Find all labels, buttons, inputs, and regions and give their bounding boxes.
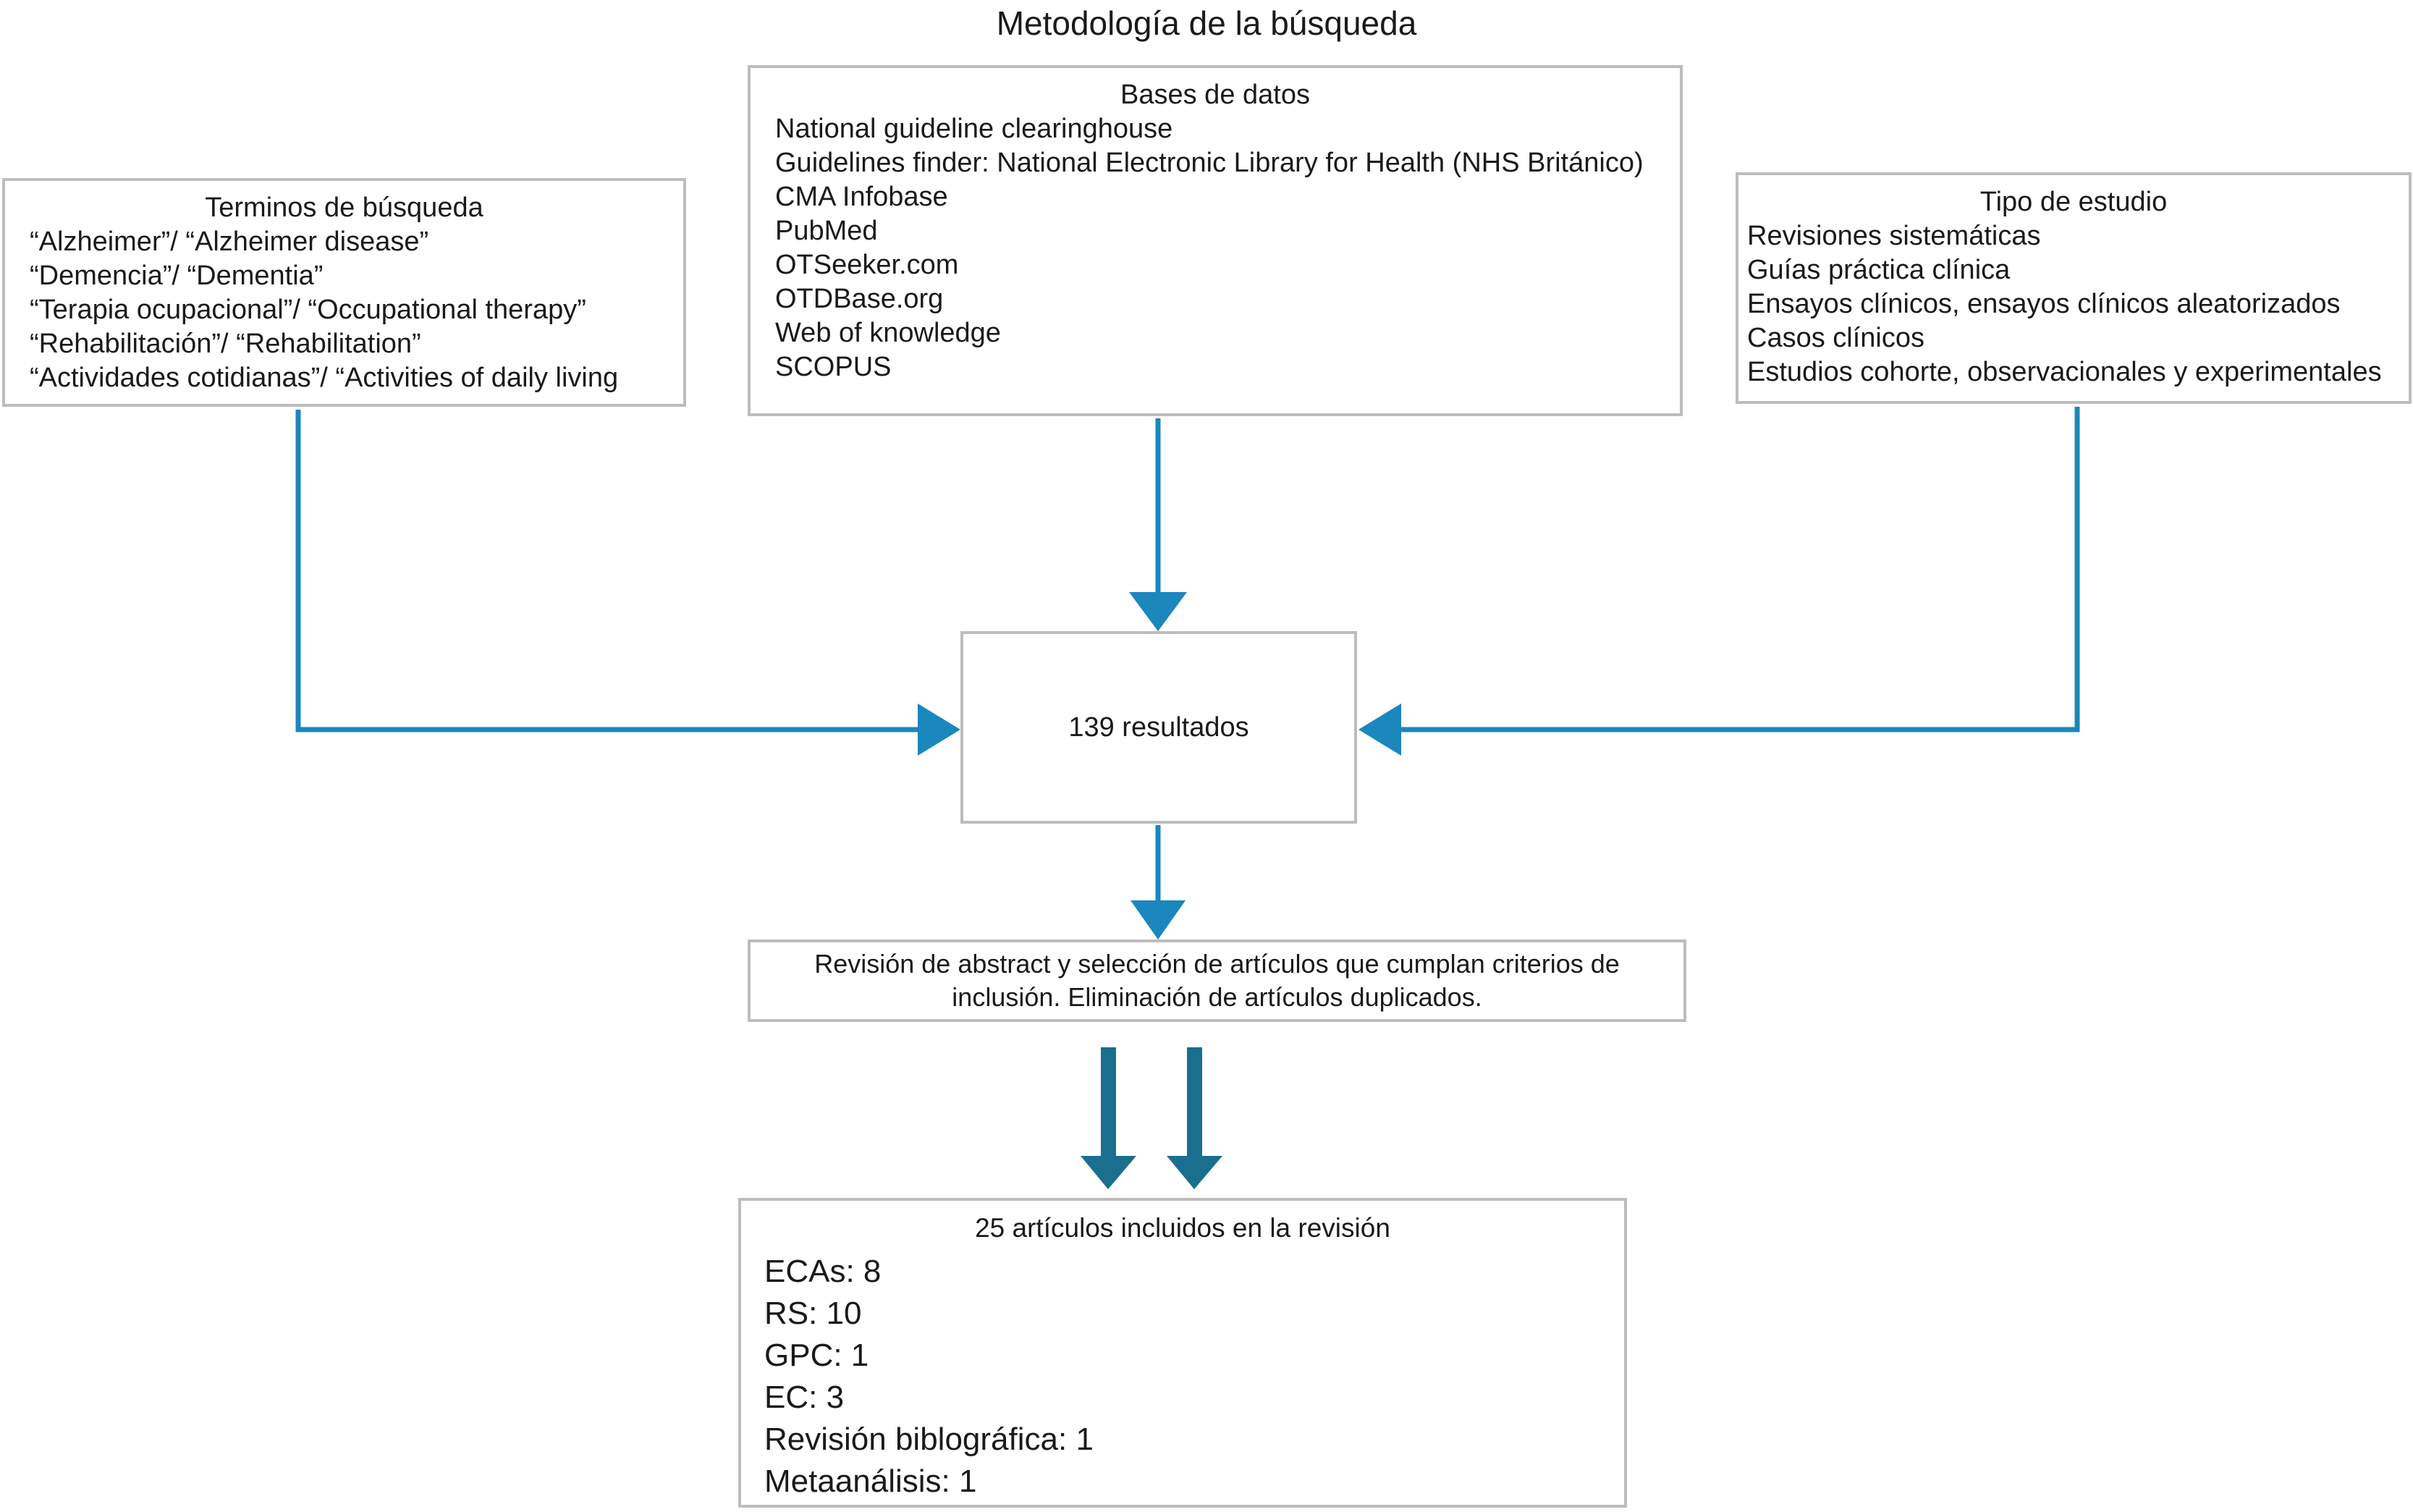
list-item: Metaanálisis: 1 [764,1464,977,1499]
list-item: RS: 10 [764,1296,862,1331]
list-item: Guidelines finder: National Electronic L… [775,148,1644,178]
list-item: Guías práctica clínica [1747,255,2011,285]
connector-screening-to-included-right [1167,1047,1222,1189]
list-item: “Alzheimer”/ “Alzheimer disease” [30,227,429,257]
study-type-box: Tipo de estudio Revisiones sistemáticas … [1736,172,2412,404]
list-item: CMA Infobase [775,182,948,212]
list-item: SCOPUS [775,352,892,382]
list-item: Estudios cohorte, observacionales y expe… [1747,357,2382,387]
databases-box: Bases de datos National guideline cleari… [748,65,1683,416]
list-item: OTDBase.org [775,284,944,314]
study-type-list: Revisiones sistemáticas Guías práctica c… [1738,219,2409,389]
study-type-heading: Tipo de estudio [1979,187,2168,217]
figure-title: Metodología de la búsqueda [996,4,1417,42]
list-item: Ensayos clínicos, ensayos clínicos aleat… [1747,289,2341,319]
connector-screening-to-included-left [1081,1047,1136,1189]
search-terms-heading: Terminos de búsqueda [205,193,483,223]
included-articles-list: ECAs: 8 RS: 10 GPC: 1 EC: 3 Revisión bib… [741,1245,1624,1503]
databases-heading: Bases de datos [1120,80,1310,110]
list-item: Revisiones sistemáticas [1747,221,2041,251]
list-item: “Terapia ocupacional”/ “Occupational the… [30,295,586,325]
list-item: PubMed [775,216,878,246]
included-articles-heading: 25 artículos incluidos en la revisión [975,1213,1390,1243]
list-item: “Actividades cotidianas”/ “Activities of… [30,363,619,393]
connector-results-to-screening [1131,825,1186,939]
search-terms-list: “Alzheimer”/ “Alzheimer disease” “Demenc… [5,225,683,395]
databases-list: National guideline clearinghouse Guideli… [751,112,1680,384]
list-item: ECAs: 8 [764,1254,882,1289]
results-count-label: 139 resultados [1068,711,1249,743]
results-count-box: 139 resultados [960,631,1357,824]
list-item: Revisión biblográfica: 1 [764,1422,1094,1457]
list-item: “Demencia”/ “Dementia” [30,261,324,291]
list-item: EC: 3 [764,1380,845,1415]
included-articles-box: 25 artículos incluidos en la revisión EC… [738,1198,1627,1508]
list-item: National guideline clearinghouse [775,114,1173,144]
screening-label: Revisión de abstract y selección de artí… [814,949,1620,1012]
list-item: OTSeeker.com [775,250,959,280]
connector-databases-to-results [1129,418,1187,631]
list-item: Web of knowledge [775,318,1001,348]
search-terms-box: Terminos de búsqueda “Alzheimer”/ “Alzhe… [2,178,686,407]
screening-box: Revisión de abstract y selección de artí… [748,939,1686,1022]
list-item: “Rehabilitación”/ “Rehabilitation” [30,329,421,359]
list-item: Casos clínicos [1747,323,1924,353]
connector-search-terms-to-results [295,410,960,756]
list-item: GPC: 1 [764,1338,869,1373]
connector-study-type-to-results [1358,407,2080,756]
